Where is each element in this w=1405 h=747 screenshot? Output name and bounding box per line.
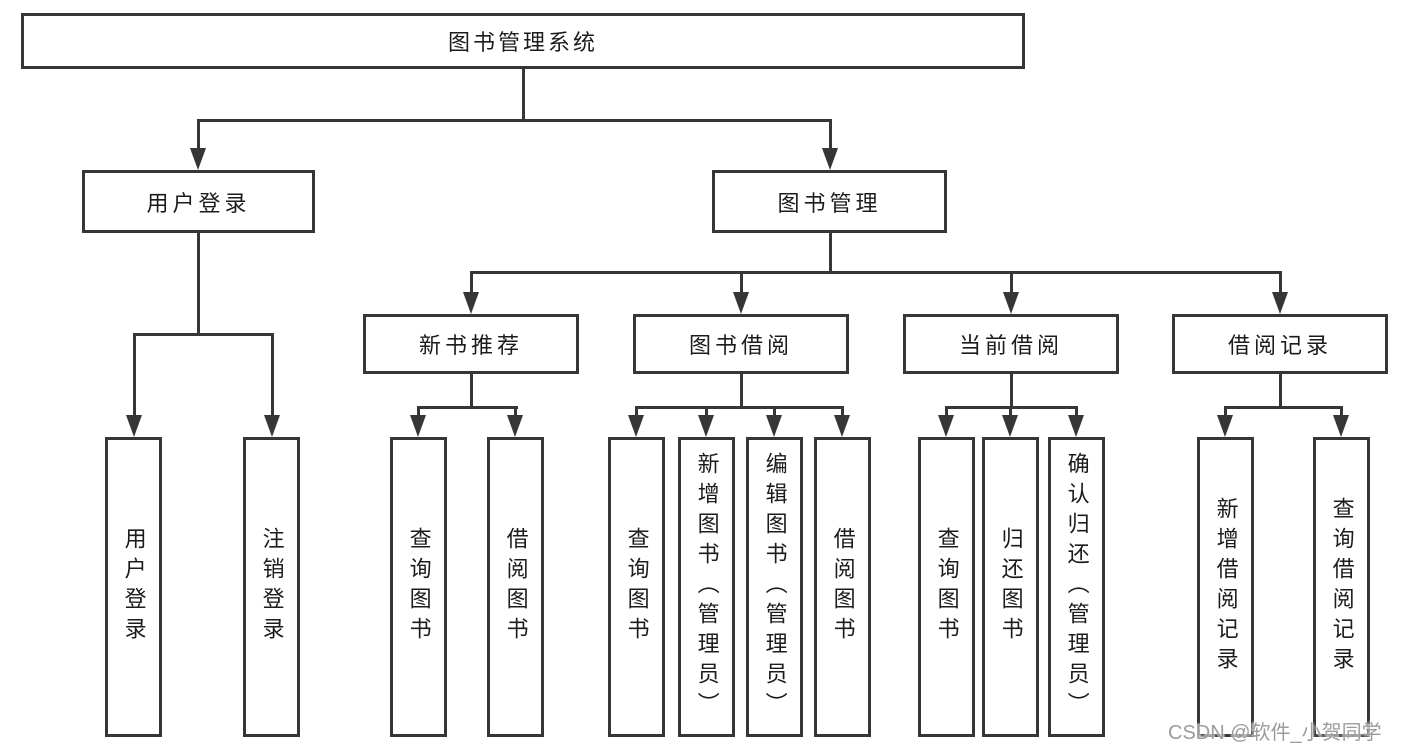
arrowhead-down-icon [1333, 415, 1349, 437]
node-label: 归还图书 [998, 527, 1024, 647]
node-label: 用户登录 [121, 527, 147, 647]
node-label: 借阅图书 [830, 527, 856, 647]
connector-line [417, 406, 518, 409]
arrowhead-down-icon [1217, 415, 1233, 437]
connector-line [740, 271, 743, 294]
connector-line [1224, 406, 1343, 409]
node-label: 查询图书 [406, 527, 432, 647]
leaf-query-borrow-record: 查询借阅记录 [1313, 437, 1370, 737]
arrowhead-down-icon [698, 415, 714, 437]
connector-line [1010, 374, 1013, 409]
connector-line [197, 119, 200, 150]
leaf-confirm-return-admin: 确认归还（管理员） [1048, 437, 1105, 737]
node-label: 图书管理系统 [447, 30, 598, 55]
arrowhead-down-icon [126, 415, 142, 437]
arrowhead-down-icon [766, 415, 782, 437]
arrowhead-down-icon [1272, 292, 1288, 314]
leaf-borrow-books-borrowing: 借阅图书 [814, 437, 871, 737]
node-label: 新书推荐 [418, 333, 523, 358]
connector-line [133, 333, 274, 336]
node-label: 借阅记录 [1227, 333, 1332, 358]
connector-line [470, 271, 1282, 274]
connector-line [829, 119, 832, 150]
leaf-edit-books-admin: 编辑图书（管理员） [746, 437, 803, 737]
connector-line [1279, 374, 1282, 409]
connector-line [417, 406, 420, 417]
node-user-login: 用户登录 [82, 170, 315, 233]
connector-line [740, 374, 743, 409]
node-label: 图书借阅 [688, 333, 793, 358]
connector-line [841, 406, 844, 417]
arrowhead-down-icon [834, 415, 850, 437]
connector-line [1010, 271, 1013, 294]
node-label: 查询图书 [624, 527, 650, 647]
arrowhead-down-icon [264, 415, 280, 437]
connector-line [635, 406, 638, 417]
connector-line [773, 406, 776, 417]
node-label: 确认归还（管理员） [1064, 452, 1090, 722]
arrowhead-down-icon [733, 292, 749, 314]
arrowhead-down-icon [463, 292, 479, 314]
node-book-borrowing: 图书借阅 [633, 314, 849, 374]
node-label: 新增借阅记录 [1213, 497, 1239, 677]
arrowhead-down-icon [1068, 415, 1084, 437]
leaf-return-books: 归还图书 [982, 437, 1039, 737]
arrowhead-down-icon [1002, 415, 1018, 437]
connector-line [1009, 406, 1012, 417]
arrowhead-down-icon [410, 415, 426, 437]
node-book-management: 图书管理 [712, 170, 947, 233]
leaf-query-books-current: 查询图书 [918, 437, 975, 737]
connector-line [514, 406, 517, 417]
leaf-borrow-books-recommend: 借阅图书 [487, 437, 544, 737]
leaf-logout: 注销登录 [243, 437, 300, 737]
node-library-system: 图书管理系统 [21, 13, 1025, 69]
node-current-borrowing: 当前借阅 [903, 314, 1119, 374]
arrowhead-down-icon [938, 415, 954, 437]
node-label: 编辑图书（管理员） [762, 452, 788, 722]
arrowhead-down-icon [507, 415, 523, 437]
node-label: 当前借阅 [958, 333, 1063, 358]
node-label: 图书管理 [777, 190, 882, 216]
connector-line [470, 374, 473, 409]
connector-line [197, 233, 200, 336]
connector-line [1279, 271, 1282, 294]
arrowhead-down-icon [190, 148, 206, 170]
leaf-add-borrow-record: 新增借阅记录 [1197, 437, 1254, 737]
node-borrowing-records: 借阅记录 [1172, 314, 1388, 374]
connector-line [133, 333, 136, 417]
leaf-user-login: 用户登录 [105, 437, 162, 737]
connector-line [635, 406, 844, 409]
node-label: 新增图书（管理员） [694, 452, 720, 722]
connector-line [1075, 406, 1078, 417]
node-label: 借阅图书 [503, 527, 529, 647]
node-label: 查询借阅记录 [1329, 497, 1355, 677]
node-label: 用户登录 [146, 190, 251, 216]
leaf-query-books-recommend: 查询图书 [390, 437, 447, 737]
connector-line [197, 119, 832, 122]
arrowhead-down-icon [628, 415, 644, 437]
node-label: 注销登录 [259, 527, 285, 647]
leaf-query-books-borrowing: 查询图书 [608, 437, 665, 737]
connector-line [470, 271, 473, 294]
arrowhead-down-icon [1003, 292, 1019, 314]
arrowhead-down-icon [822, 148, 838, 170]
connector-line [271, 333, 274, 417]
connector-line [522, 69, 525, 121]
watermark: CSDN @软件_小贺同学 [1168, 722, 1382, 744]
connector-line [945, 406, 948, 417]
leaf-add-books-admin: 新增图书（管理员） [678, 437, 735, 737]
connector-line [829, 233, 832, 274]
connector-line [1340, 406, 1343, 417]
connector-line [1224, 406, 1227, 417]
node-label: 查询图书 [934, 527, 960, 647]
node-new-book-recommendation: 新书推荐 [363, 314, 579, 374]
connector-line [705, 406, 708, 417]
